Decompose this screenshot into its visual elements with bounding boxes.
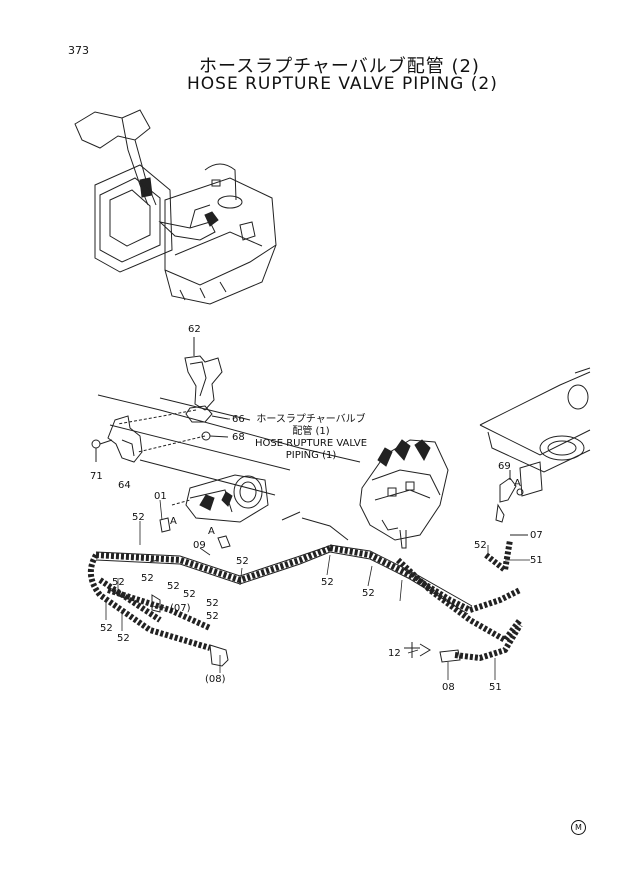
- part-label: 51: [530, 555, 543, 566]
- note-line-jp-2: 配管 (1): [292, 426, 330, 437]
- part-label: 64: [118, 480, 131, 491]
- leader-lines: [105, 418, 530, 680]
- part-label: 01: [154, 491, 167, 502]
- left-valve-block: [171, 474, 269, 523]
- part-label: (08): [205, 674, 226, 685]
- part-label: 52: [141, 573, 154, 584]
- part-label: 68: [232, 432, 245, 443]
- part-label: 52: [100, 623, 113, 634]
- part-label: 66: [232, 414, 245, 425]
- right-frame: [479, 367, 591, 497]
- hose-outline: [95, 511, 473, 667]
- part-label: 12: [388, 648, 401, 659]
- part-label: 52: [474, 540, 487, 551]
- part-label: 52: [321, 577, 334, 588]
- note-line-en-2: PIPING (1): [285, 450, 337, 461]
- part-label: 71: [90, 471, 103, 482]
- clamp-assembly: [91, 337, 361, 496]
- page-title-japanese: ホースラプチャーバルブ配管 (2): [199, 56, 480, 77]
- part-label: 52: [183, 589, 196, 600]
- part-label: 69: [498, 461, 511, 472]
- reference-note: ホースラプチャーバルブ 配管 (1) HOSE RUPTURE VALVE PI…: [252, 414, 370, 462]
- part-label: A: [208, 526, 215, 537]
- part-label: 62: [188, 324, 201, 335]
- center-valve: [359, 439, 449, 549]
- page-title-english: HOSE RUPTURE VALVE PIPING (2): [187, 74, 498, 94]
- note-line-jp-1: ホースラプチャーバルブ: [256, 414, 366, 425]
- fitting-69: [495, 470, 528, 536]
- part-label: 52: [362, 588, 375, 599]
- part-label: A: [514, 478, 521, 489]
- excavator-overview: [74, 109, 277, 305]
- part-label: (07): [170, 603, 191, 614]
- note-line-en-1: HOSE RUPTURE VALVE: [254, 438, 368, 449]
- part-label: 52: [236, 556, 249, 567]
- part-label: 52: [206, 611, 219, 622]
- part-label: 52: [206, 598, 219, 609]
- part-label: 52: [117, 633, 130, 644]
- part-label: 07: [530, 530, 543, 541]
- part-label: 52: [167, 581, 180, 592]
- page-number: 373: [68, 44, 89, 57]
- hose-runs: [87, 539, 523, 662]
- part-label: 52: [112, 577, 125, 588]
- manufacturer-logo: M: [571, 820, 586, 835]
- part-label: 52: [132, 512, 145, 523]
- part-label: A: [170, 516, 177, 527]
- part-label: 08: [442, 682, 455, 693]
- part-label: 51: [489, 682, 502, 693]
- part-label: 09: [193, 540, 206, 551]
